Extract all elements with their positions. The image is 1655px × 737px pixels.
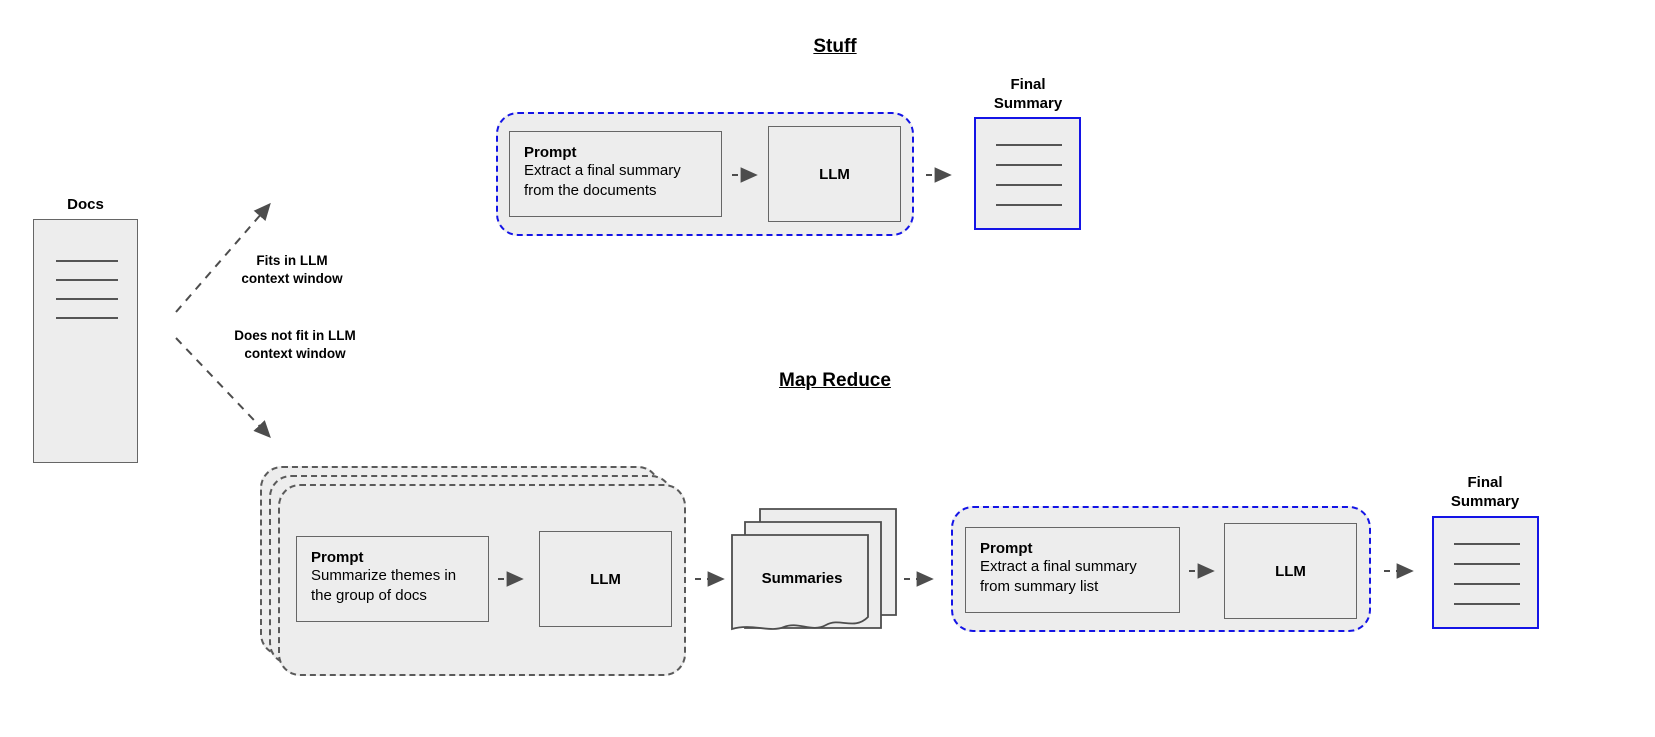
map-prompt-box: Prompt Summarize themes in the group of …	[296, 536, 489, 622]
stuff-llm-label: LLM	[819, 165, 850, 183]
stuff-summary-line-3	[996, 184, 1062, 186]
stuff-arrow-llm-to-output	[926, 167, 952, 183]
docs-line-2	[56, 279, 118, 281]
mr-summary-line-4	[1454, 603, 1520, 605]
stuff-output-title: Final Summary	[993, 76, 1063, 112]
reduce-prompt-box: Prompt Extract a final summary from summ…	[965, 527, 1180, 613]
branch-label-fits: Fits in LLM context window	[241, 253, 343, 286]
docs-line-3	[56, 298, 118, 300]
stuff-final-summary-box	[974, 117, 1081, 230]
reduce-llm-label: LLM	[1275, 562, 1306, 580]
summaries-stack	[731, 508, 897, 631]
branch-arrow-down	[175, 337, 271, 439]
mr-summary-line-2	[1454, 563, 1520, 565]
stuff-prompt-box: Prompt Extract a final summary from the …	[509, 131, 722, 217]
stuff-prompt-heading: Prompt	[524, 144, 577, 161]
docs-box	[33, 219, 138, 463]
map-prompt-body: Summarize themes in the group of docs	[311, 567, 457, 604]
docs-title: Docs	[67, 196, 104, 213]
docs-line-4	[56, 317, 118, 319]
map-arrow-to-summaries	[695, 571, 725, 587]
map-llm-box: LLM	[539, 531, 672, 627]
map-llm-label: LLM	[590, 570, 621, 588]
stuff-title: Stuff	[813, 36, 857, 57]
mr-summary-line-1	[1454, 543, 1520, 545]
branch-label-not-fits: Does not fit in LLM context window	[234, 328, 356, 361]
summaries-arrow-to-reduce	[904, 571, 934, 587]
stuff-prompt-body: Extract a final summary from the documen…	[524, 162, 681, 199]
map-reduce-title: Map Reduce	[779, 370, 891, 391]
map-reduce-output-title: Final Summary	[1450, 474, 1520, 510]
reduce-llm-box: LLM	[1224, 523, 1357, 619]
stuff-arrow-prompt-to-llm	[732, 167, 758, 183]
docs-line-1	[56, 260, 118, 262]
map-prompt-heading: Prompt	[311, 549, 364, 566]
reduce-prompt-heading: Prompt	[980, 540, 1033, 557]
map-arrow-prompt-to-llm	[498, 571, 524, 587]
map-reduce-final-summary-box	[1432, 516, 1539, 629]
mr-summary-line-3	[1454, 583, 1520, 585]
stuff-summary-line-2	[996, 164, 1062, 166]
reduce-arrow-prompt-to-llm	[1189, 563, 1215, 579]
stuff-summary-line-1	[996, 144, 1062, 146]
reduce-arrow-to-output	[1384, 563, 1414, 579]
stuff-llm-box: LLM	[768, 126, 901, 222]
reduce-prompt-body: Extract a final summary from summary lis…	[980, 558, 1137, 595]
stuff-summary-line-4	[996, 204, 1062, 206]
summaries-label: Summaries	[761, 570, 843, 587]
